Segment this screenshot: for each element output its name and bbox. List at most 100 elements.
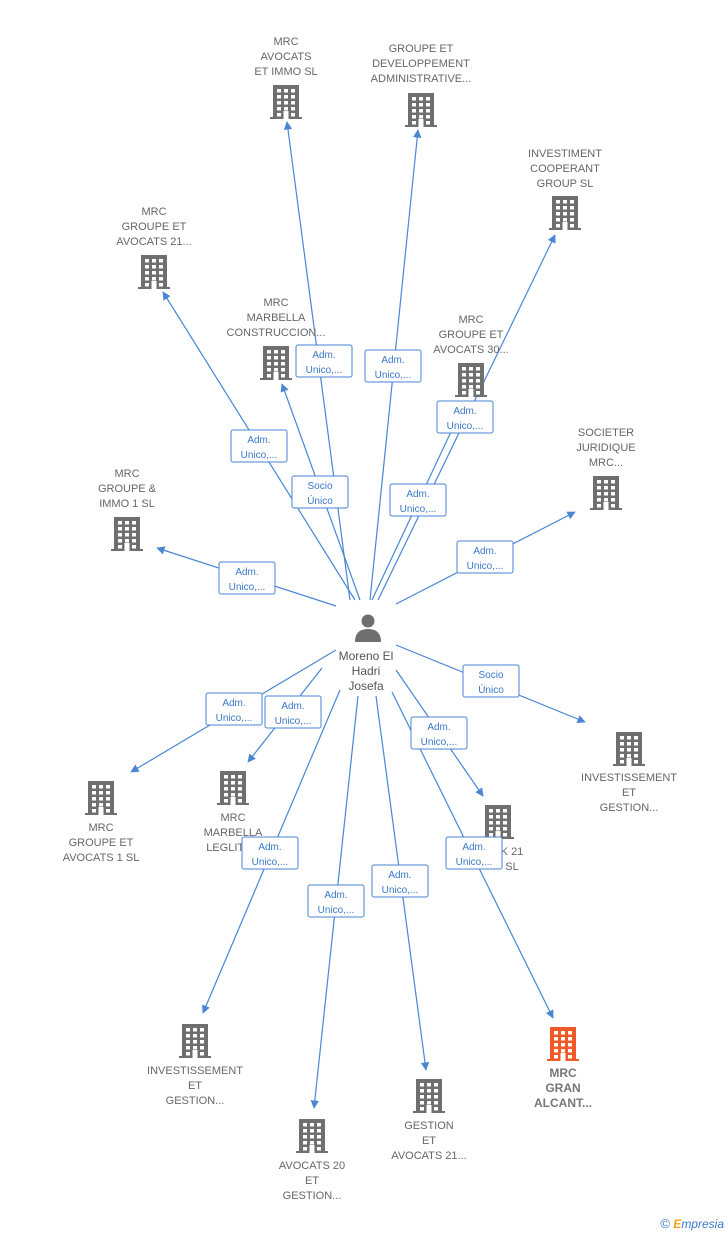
relation-tag-text: Unico,... [306,365,343,376]
brand-watermark: © Empresia [660,1216,724,1231]
highlighted-building-icon[interactable] [547,1027,579,1061]
building-icon[interactable] [296,1119,328,1153]
company-node-c5[interactable]: MRCMARBELLACONSTRUCCION... [227,297,326,380]
company-node-c2[interactable]: GROUPE ETDEVELOPPEMENTADMINISTRATIVE... [371,43,472,127]
company-label: ET [622,787,636,799]
building-icon[interactable] [613,732,645,766]
relation-tag-c6[interactable]: Adm. Unico,... [389,483,447,517]
relation-tag-text: Unico,... [252,857,289,868]
relation-tag-text: Adm. [406,489,429,500]
copyright-symbol: © [660,1216,670,1231]
person-name: Hadri [352,664,381,678]
relation-tag-text: Unico,... [229,582,266,593]
relation-tag-c1[interactable]: Adm.Unico,... [295,344,353,378]
company-label: SOCIETER [578,427,634,439]
relation-tag-text: Unico,... [318,905,355,916]
relation-tag-c4[interactable]: Adm.Unico,... [230,429,288,463]
company-node-c9[interactable]: INVESTISSEMENTETGESTION... [581,732,677,814]
person-name: Josefa [348,679,384,693]
building-icon[interactable] [260,346,292,380]
building-icon[interactable] [179,1024,211,1058]
company-node-c7[interactable]: SOCIETER JURIDIQUE MRC... [576,427,636,510]
company-node-c13[interactable]: INVESTISSEMENT ET GESTION... [147,1024,243,1107]
relation-tag-text: Único [478,683,504,696]
relation-tag-text: Unico,... [421,737,458,748]
company-label: JURIDIQUE [576,442,635,454]
relation-tag-text: Adm. [388,870,411,881]
company-label: INVESTIMENT [528,148,602,160]
relation-tag-c2[interactable]: Adm. Unico,... [364,349,422,383]
relation-tag-text: Unico,... [467,561,504,572]
relation-tag-c11[interactable]: Adm.Unico,... [264,695,322,729]
relation-tag-c3[interactable]: Adm.Unico,... [436,400,494,434]
company-label: INVESTISSEMENT [147,1065,243,1077]
building-icon[interactable] [590,476,622,510]
relation-tag-c14[interactable]: Adm. Unico,... [307,884,365,918]
relation-tag-text: Socio [307,481,332,492]
brand-initial: E [673,1217,682,1231]
relation-tag-text: Unico,... [456,857,493,868]
company-node-c14[interactable]: AVOCATS 20 ET GESTION... [279,1119,345,1202]
company-label: IMMO 1 SL [99,498,155,510]
company-label: AVOCATS 20 [279,1160,345,1172]
relation-tag-text: Socio [478,670,503,681]
relation-tag-text: Adm. [222,698,245,709]
relation-tag-text: Único [307,494,333,507]
edges-layer [130,121,586,1109]
company-label: GROUPE ET [389,43,454,55]
building-icon[interactable] [138,255,170,289]
company-label: ET [188,1080,202,1092]
building-icon[interactable] [270,85,302,119]
company-label: MRC [88,822,113,834]
company-label: MRC... [589,457,623,469]
relation-tag-c16[interactable]: Adm.Unico,... [445,836,503,870]
relation-tag-text: Unico,... [400,504,437,515]
relation-tag-text: Unico,... [382,885,419,896]
company-label: ADMINISTRATIVE... [371,73,472,85]
building-icon[interactable] [455,363,487,397]
building-icon[interactable] [405,93,437,127]
building-icon[interactable] [413,1079,445,1113]
company-label: COOPERANT [530,163,600,175]
building-icon[interactable] [111,517,143,551]
company-label: AVOCATS 30... [433,344,508,356]
company-label: GESTION... [283,1190,342,1202]
company-label: GESTION... [166,1095,225,1107]
building-icon[interactable] [482,805,514,839]
company-label: ET [305,1175,319,1187]
company-label: MARBELLA [247,312,306,324]
company-label: AVOCATS 21... [391,1150,466,1162]
relation-tag-text: Unico,... [216,713,253,724]
relation-tag-text: Adm. [381,355,404,366]
tags-layer: Adm. Unico,... Adm. Unico,... Adm. Unico,... A… [205,344,520,918]
company-label: INVESTISSEMENT [581,772,677,784]
relation-tag-c13[interactable]: Adm.Unico,... [241,836,299,870]
relation-tag-c15[interactable]: Adm. Unico,... [371,864,429,898]
relation-tag-text: Adm. [324,890,347,901]
relation-tag-c12[interactable]: Adm.Unico,... [410,716,468,750]
building-icon[interactable] [549,196,581,230]
company-label: GESTION [404,1120,454,1132]
relation-tag-c8[interactable]: Adm.Unico,... [218,561,276,595]
relation-tag-text: Unico,... [375,370,412,381]
building-icon[interactable] [217,771,249,805]
relation-tag-c7[interactable]: Adm.Unico,... [456,540,514,574]
company-label: AVOCATS 21... [116,236,191,248]
company-node-c16[interactable]: MRCGRANALCANT... [534,1027,592,1110]
company-label: MRC [458,314,483,326]
relation-tag-c10[interactable]: Adm. Unico,... [205,692,263,726]
company-label: MRC [141,206,166,218]
building-icon[interactable] [85,781,117,815]
company-label: MRC [220,812,245,824]
